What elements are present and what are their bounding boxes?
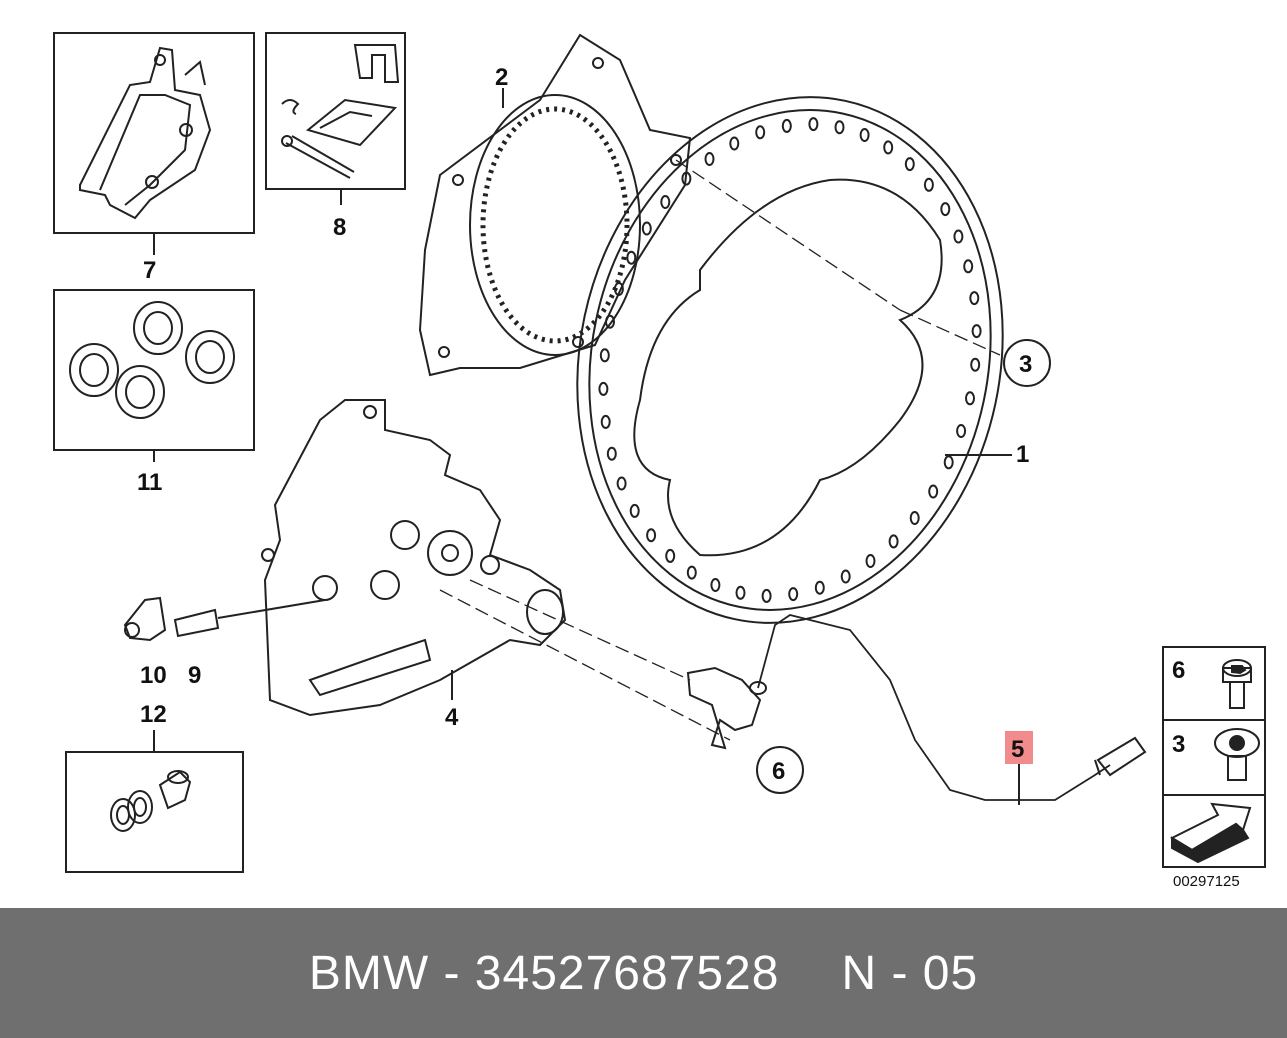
brake-disc[interactable]: [529, 57, 1050, 663]
disc-hole: [729, 136, 740, 151]
disc-hole: [965, 391, 975, 406]
disc-hole: [956, 424, 967, 438]
brake-pads-box[interactable]: [53, 32, 255, 234]
callout-5[interactable]: 5: [1011, 736, 1024, 763]
callout-9[interactable]: 9: [188, 662, 201, 689]
bleed-cap-box[interactable]: [65, 751, 244, 873]
callout-8[interactable]: 8: [333, 214, 346, 241]
disc-hole: [923, 177, 934, 192]
pin-spring-box[interactable]: [265, 32, 406, 190]
abs-sensor[interactable]: [686, 666, 767, 750]
disc-hole: [904, 157, 915, 172]
callout-3[interactable]: 3: [1019, 351, 1032, 378]
footer-part-number: 34527687528: [474, 946, 780, 1000]
disc-hole: [629, 503, 640, 518]
disc-hole: [888, 534, 899, 549]
disc-hole: [814, 580, 825, 595]
legend-label-3: 3: [1172, 731, 1185, 758]
footer-brand: BMW: [308, 946, 430, 1000]
disc-hole: [660, 195, 671, 209]
disc-hole: [761, 588, 772, 603]
disc-hole: [943, 455, 954, 470]
disc-hole: [710, 578, 721, 592]
disc-holes: [598, 117, 982, 603]
disc-hole: [686, 565, 697, 580]
disc-hole: [865, 554, 876, 568]
disc-hole: [613, 282, 624, 296]
disc-hole: [704, 152, 715, 166]
footer-reference: N - 05: [841, 946, 979, 1000]
bleed-valve[interactable]: [173, 599, 326, 638]
disc-hole: [616, 476, 627, 491]
disc-hole: [834, 120, 845, 135]
disc-hole: [859, 128, 870, 142]
seal-rings-illustration: [69, 301, 235, 419]
disc-hole: [735, 585, 746, 600]
callout-6-circle: [756, 746, 804, 794]
pin-spring-illustration: [281, 44, 400, 179]
brake-caliper[interactable]: [261, 399, 567, 717]
disc-hole: [781, 118, 792, 133]
disc-hole: [598, 381, 609, 396]
disc-hole: [970, 357, 981, 372]
legend-panel: [1162, 646, 1266, 868]
callout-5-highlight: [1005, 731, 1033, 764]
footer-bar: BMW - 34527687528 N - 05: [0, 908, 1287, 1038]
callout-3-circle: [1003, 339, 1051, 387]
disc-hole: [641, 221, 652, 236]
disc-hole: [755, 125, 766, 140]
parts-diagram: 7 8 11: [53, 32, 1266, 890]
footer-separator: -: [443, 946, 461, 1000]
disc-hole: [940, 202, 951, 217]
disc-hole: [963, 259, 974, 274]
callout-4[interactable]: 4: [445, 704, 459, 731]
disc-hole: [909, 511, 920, 525]
callout-2[interactable]: 2: [495, 64, 508, 91]
callout-6[interactable]: 6: [772, 758, 785, 785]
abs-sensor-ring[interactable]: [418, 33, 692, 377]
disc-hole: [599, 348, 610, 363]
callout-10[interactable]: 10: [140, 662, 167, 689]
disc-hole: [665, 548, 676, 563]
disc-hole: [646, 528, 657, 543]
disc-hole: [971, 324, 982, 339]
legend-label-6: 6: [1172, 657, 1185, 684]
disc-hole: [840, 569, 851, 584]
callout-7[interactable]: 7: [143, 257, 156, 284]
disc-hole: [606, 446, 617, 461]
disc-hole: [808, 117, 819, 132]
wear-sensor-cable[interactable]: [757, 614, 1147, 801]
disc-hole: [953, 229, 964, 244]
disc-hole: [883, 140, 894, 155]
disc-hole: [969, 291, 980, 306]
disc-hole: [605, 314, 615, 329]
disc-hole: [788, 587, 799, 602]
callout-11[interactable]: 11: [137, 469, 162, 496]
disc-hole: [626, 250, 637, 265]
disc-hole: [600, 414, 611, 429]
hex-socket-bolt-icon: [1222, 659, 1252, 709]
arrow-direction-icon: [1169, 802, 1252, 864]
guide-lines: [439, 159, 1001, 741]
diagram-id: 00297125: [1173, 873, 1240, 890]
callout-12[interactable]: 12: [140, 701, 167, 728]
disc-hole: [928, 484, 939, 499]
brake-pad-illustration: [79, 46, 212, 220]
bleed-cap-illustration: [110, 770, 192, 832]
torx-bolt-icon: [1214, 728, 1260, 781]
disc-hole: [681, 171, 692, 186]
bleed-valve-cap[interactable]: [123, 596, 167, 642]
callout-1[interactable]: 1: [1016, 441, 1029, 468]
